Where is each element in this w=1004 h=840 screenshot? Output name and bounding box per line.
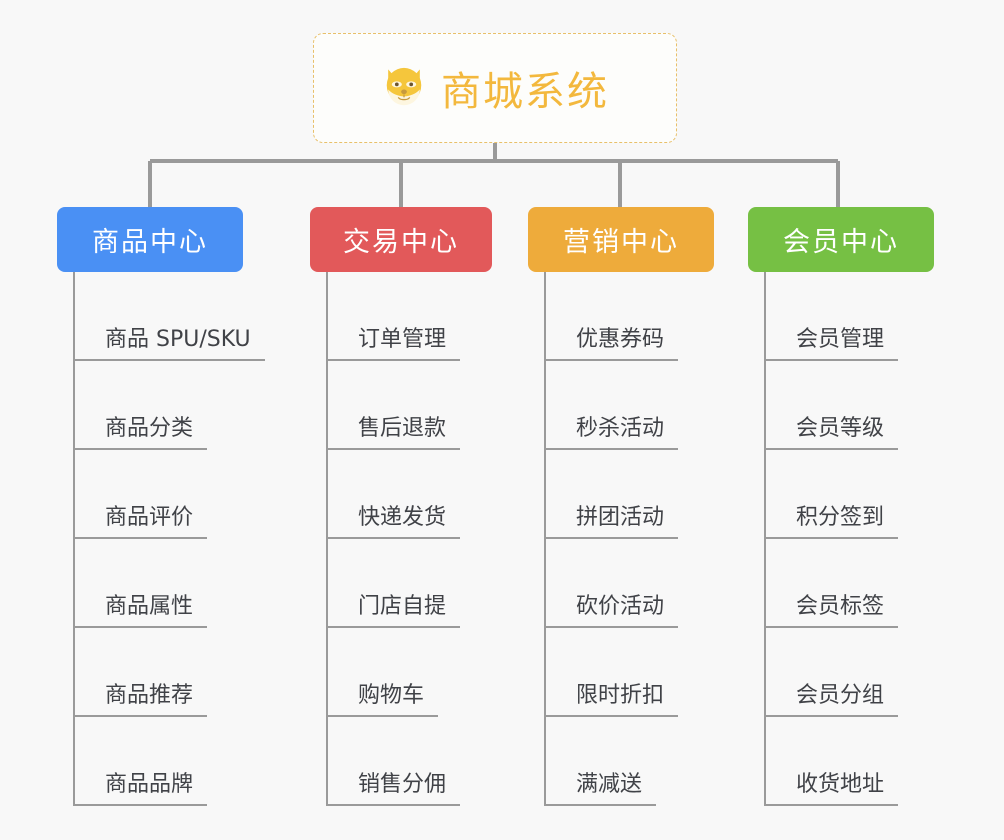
list-item[interactable]: 拼团活动 <box>544 450 758 539</box>
list-item[interactable]: 秒杀活动 <box>544 361 758 450</box>
list-item[interactable]: 售后退款 <box>326 361 540 450</box>
list-item[interactable]: 收货地址 <box>764 717 978 806</box>
list-item[interactable]: 订单管理 <box>326 272 540 361</box>
branch-items-marketing-center: 优惠券码 秒杀活动 拼团活动 砍价活动 限时折扣 满减送 <box>528 272 758 806</box>
branch-items-trade-center: 订单管理 售后退款 快递发货 门店自提 购物车 销售分佣 <box>310 272 540 806</box>
branch-product-center[interactable]: 商品中心 商品 SPU/SKU 商品分类 商品评价 商品属性 商品推荐 商品品牌 <box>57 207 307 806</box>
list-item[interactable]: 商品 SPU/SKU <box>73 272 307 361</box>
leaf-label: 收货地址 <box>766 766 899 806</box>
list-item[interactable]: 商品分类 <box>73 361 307 450</box>
list-item[interactable]: 会员分组 <box>764 628 978 717</box>
list-item[interactable]: 砍价活动 <box>544 539 758 628</box>
branch-items-member-center: 会员管理 会员等级 积分签到 会员标签 会员分组 收货地址 <box>748 272 978 806</box>
leaf-label: 售后退款 <box>328 410 461 450</box>
leaf-label: 订单管理 <box>328 321 461 361</box>
list-item[interactable]: 积分签到 <box>764 450 978 539</box>
leaf-label: 商品分类 <box>75 410 208 450</box>
leaf-label: 购物车 <box>328 677 439 717</box>
list-item[interactable]: 门店自提 <box>326 539 540 628</box>
list-item[interactable]: 商品品牌 <box>73 717 307 806</box>
leaf-label: 销售分佣 <box>328 766 461 806</box>
list-item[interactable]: 限时折扣 <box>544 628 758 717</box>
branch-header-member-center[interactable]: 会员中心 <box>748 207 934 272</box>
leaf-label: 商品品牌 <box>75 766 208 806</box>
leaf-label: 商品推荐 <box>75 677 208 717</box>
list-item[interactable]: 会员等级 <box>764 361 978 450</box>
list-item[interactable]: 商品评价 <box>73 450 307 539</box>
branch-trade-center[interactable]: 交易中心 订单管理 售后退款 快递发货 门店自提 购物车 销售分佣 <box>310 207 540 806</box>
branch-header-marketing-center[interactable]: 营销中心 <box>528 207 714 272</box>
leaf-label: 积分签到 <box>766 499 899 539</box>
leaf-label: 会员管理 <box>766 321 899 361</box>
root-node[interactable]: 商城系统 <box>313 33 677 143</box>
branch-items-product-center: 商品 SPU/SKU 商品分类 商品评价 商品属性 商品推荐 商品品牌 <box>57 272 307 806</box>
leaf-label: 会员标签 <box>766 588 899 628</box>
leaf-label: 快递发货 <box>328 499 461 539</box>
leaf-label: 商品评价 <box>75 499 208 539</box>
list-item[interactable]: 快递发货 <box>326 450 540 539</box>
root-title: 商城系统 <box>441 69 609 115</box>
leaf-label: 门店自提 <box>328 588 461 628</box>
branch-marketing-center[interactable]: 营销中心 优惠券码 秒杀活动 拼团活动 砍价活动 限时折扣 满减送 <box>528 207 758 806</box>
leaf-label: 砍价活动 <box>546 588 679 628</box>
leaf-label: 会员等级 <box>766 410 899 450</box>
leaf-label: 拼团活动 <box>546 499 679 539</box>
list-item[interactable]: 商品推荐 <box>73 628 307 717</box>
branch-member-center[interactable]: 会员中心 会员管理 会员等级 积分签到 会员标签 会员分组 收货地址 <box>748 207 978 806</box>
list-item[interactable]: 会员标签 <box>764 539 978 628</box>
list-item[interactable]: 购物车 <box>326 628 540 717</box>
dog-face-icon <box>381 65 427 111</box>
list-item[interactable]: 优惠券码 <box>544 272 758 361</box>
leaf-label: 秒杀活动 <box>546 410 679 450</box>
list-item[interactable]: 会员管理 <box>764 272 978 361</box>
branch-header-product-center[interactable]: 商品中心 <box>57 207 243 272</box>
leaf-label: 会员分组 <box>766 677 899 717</box>
list-item[interactable]: 满减送 <box>544 717 758 806</box>
list-item[interactable]: 销售分佣 <box>326 717 540 806</box>
branch-header-trade-center[interactable]: 交易中心 <box>310 207 492 272</box>
list-item[interactable]: 商品属性 <box>73 539 307 628</box>
leaf-label: 限时折扣 <box>546 677 679 717</box>
leaf-label: 满减送 <box>546 766 657 806</box>
leaf-label: 商品 SPU/SKU <box>75 321 265 361</box>
leaf-label: 优惠券码 <box>546 321 679 361</box>
leaf-label: 商品属性 <box>75 588 208 628</box>
